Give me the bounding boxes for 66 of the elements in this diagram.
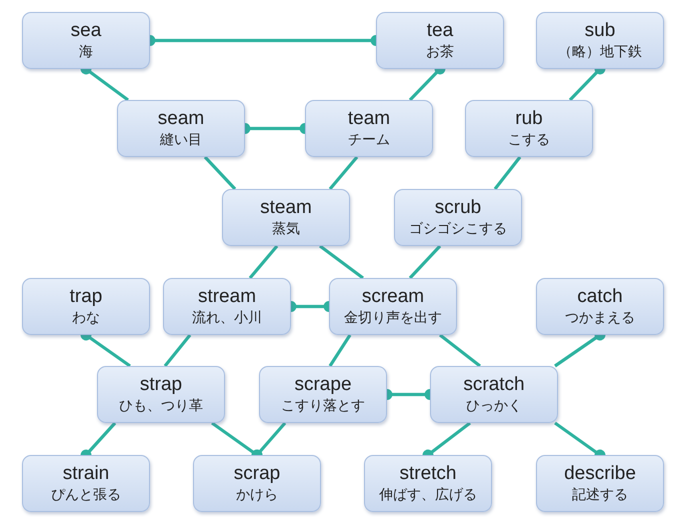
connector-line: [408, 244, 442, 280]
connector-line: [164, 334, 192, 367]
japanese-meaning: かけら: [236, 486, 278, 504]
japanese-meaning: 縫い目: [160, 132, 202, 150]
english-word: scrub: [434, 196, 482, 219]
japanese-meaning: 蒸気: [272, 220, 300, 238]
word-box: [364, 455, 492, 512]
english-word: sub: [584, 20, 616, 42]
connector-line: [494, 156, 522, 190]
word-box: [22, 455, 150, 512]
word-box: [222, 189, 350, 246]
english-word: tea: [426, 20, 454, 42]
japanese-meaning: チーム: [348, 132, 390, 150]
word-box: [465, 100, 593, 157]
connector-line: [439, 334, 481, 368]
japanese-meaning: 伸ばす、広げる: [379, 486, 477, 504]
japanese-meaning: ぴんと張る: [51, 486, 121, 504]
japanese-meaning: 記述する: [572, 486, 628, 504]
english-word: stretch: [399, 462, 457, 485]
japanese-meaning: こすり落とす: [281, 398, 365, 416]
word-box: [193, 455, 321, 512]
word-box: [536, 455, 664, 512]
japanese-meaning: （略）地下鉄: [558, 44, 642, 62]
connector-line: [204, 156, 236, 190]
word-box: [22, 278, 150, 335]
english-word: rub: [515, 108, 543, 130]
english-word: scratch: [463, 374, 525, 396]
word-box: [97, 366, 225, 423]
japanese-meaning: わな: [72, 310, 100, 328]
english-word: strap: [140, 374, 182, 396]
connector-line: [248, 244, 278, 280]
word-box: [259, 366, 387, 423]
english-word: strain: [62, 462, 110, 485]
english-word: scream: [362, 286, 424, 308]
word-box: [430, 366, 558, 423]
japanese-meaning: つかまえる: [565, 310, 635, 328]
english-word: scrape: [294, 374, 352, 396]
english-word: sea: [70, 20, 102, 42]
english-word: catch: [577, 286, 623, 308]
english-word: steam: [260, 196, 312, 219]
word-box: [536, 278, 664, 335]
word-box: [163, 278, 291, 335]
japanese-meaning: 海: [79, 44, 93, 62]
connector-line: [328, 334, 352, 367]
japanese-meaning: ゴシゴシこする: [409, 220, 507, 238]
english-word: scrap: [234, 462, 280, 485]
japanese-meaning: こする: [508, 132, 550, 150]
english-word: seam: [158, 108, 204, 130]
word-box: [117, 100, 245, 157]
word-box: [329, 278, 457, 335]
english-word: team: [348, 108, 390, 130]
english-word: trap: [70, 286, 102, 308]
word-box: [22, 12, 150, 69]
japanese-meaning: お茶: [426, 44, 454, 62]
japanese-meaning: ひっかく: [466, 398, 522, 416]
word-box: [536, 12, 664, 69]
english-word: describe: [564, 462, 636, 485]
word-box: [305, 100, 433, 157]
connector-line: [328, 156, 358, 190]
word-box: [394, 189, 522, 246]
word-box: [376, 12, 504, 69]
japanese-meaning: 流れ、小川: [192, 310, 262, 328]
japanese-meaning: ひも、つり革: [119, 398, 203, 416]
japanese-meaning: 金切り声を出す: [344, 310, 442, 328]
english-word: stream: [198, 286, 256, 308]
connector-line: [319, 244, 364, 280]
